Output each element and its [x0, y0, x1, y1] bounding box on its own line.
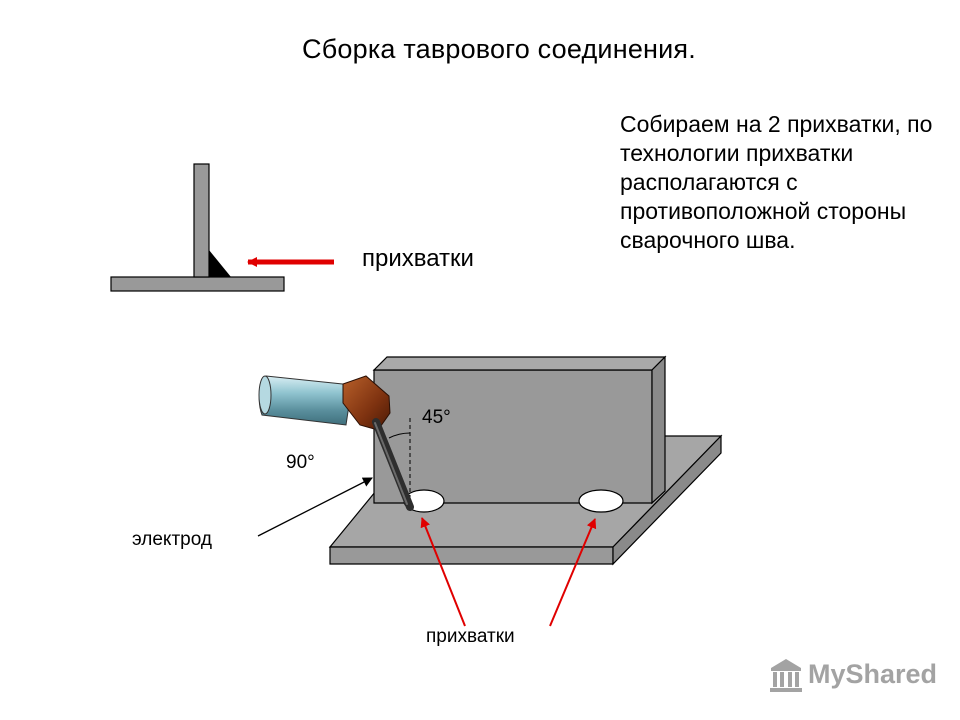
- school-building-icon: [770, 659, 802, 692]
- vertical-plate-top: [372, 356, 667, 371]
- cable-cylinder: [258, 375, 353, 426]
- angle-45-label: 45°: [422, 407, 451, 428]
- watermark: MyShared: [768, 656, 937, 696]
- tacks-label-bottom: прихватки: [426, 626, 515, 647]
- base-plate-section: [110, 276, 285, 292]
- tack-arrow-left: [420, 517, 466, 627]
- vertical-plate-side: [651, 355, 666, 505]
- tee-joint-cross-section: [110, 163, 285, 292]
- vertical-plate-section: [193, 163, 210, 278]
- tacks-label-top: прихватки: [362, 245, 474, 272]
- base-plate-front: [329, 546, 614, 565]
- vertical-plate-face: [373, 369, 653, 504]
- tack-weld-right: [578, 489, 624, 513]
- description-text: Собираем на 2 прихватки, по технологии п…: [620, 111, 933, 253]
- electrode-pointer: [257, 477, 373, 537]
- holder-clamp: [342, 375, 391, 431]
- electrode-rod-highlight: [374, 422, 408, 505]
- slide-title: Сборка таврового соединения.: [302, 34, 696, 64]
- electrode-rod: [372, 418, 414, 511]
- cable-end: [258, 375, 272, 415]
- electrode-label: электрод: [132, 529, 212, 550]
- electrode-holder: [258, 375, 414, 511]
- base-plate-side: [612, 434, 722, 566]
- tack-arrow-right: [549, 518, 597, 627]
- angle-90-label: 90°: [286, 452, 315, 473]
- watermark-text: MyShared: [808, 659, 938, 689]
- angle-arc: [388, 432, 411, 439]
- tack-weld-section: [209, 250, 231, 277]
